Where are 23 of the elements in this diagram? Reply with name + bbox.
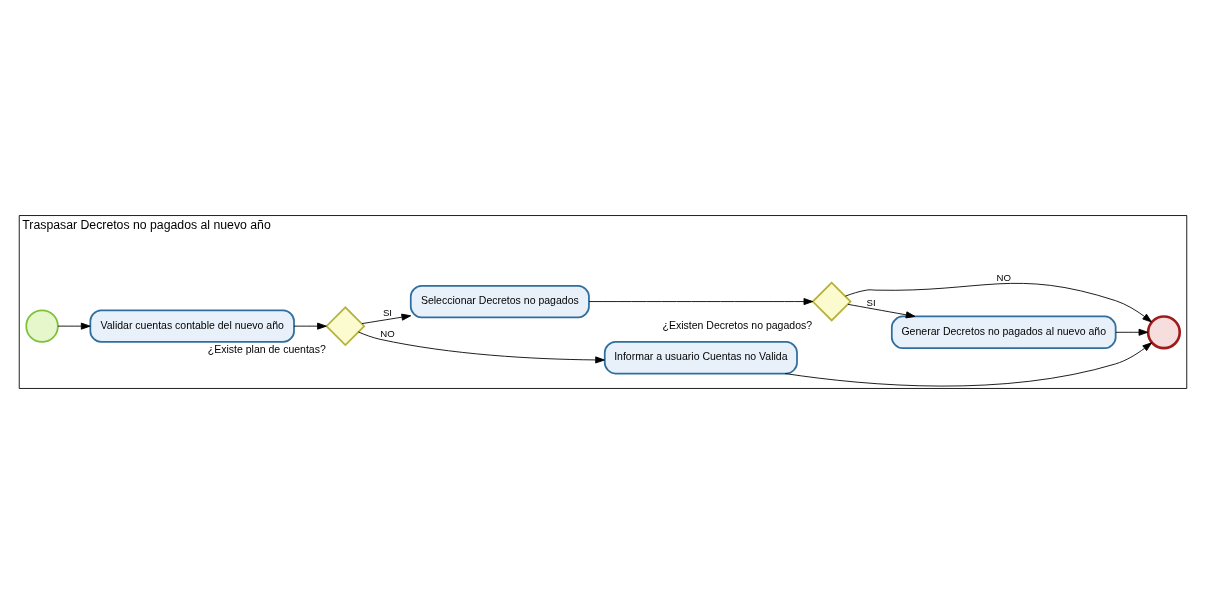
node-box: Validar cuentas contable del nuevo año <box>89 309 295 343</box>
node-label: ¿Existen Decretos no pagados? <box>662 318 813 331</box>
node-box: Generar Decretos no pagados al nuevo año <box>890 315 1117 349</box>
node-box: Informar a usuario Cuentas no Valida <box>603 341 798 375</box>
node-circle <box>25 309 59 343</box>
edge-label: NO <box>996 272 1011 284</box>
arrow <box>784 342 1153 387</box>
arrow <box>588 298 814 306</box>
edge-label: NO <box>380 327 395 339</box>
node-box: Seleccionar Decretos no pagados <box>409 284 590 319</box>
arrow <box>1115 328 1149 336</box>
edge-label: SI <box>382 307 393 319</box>
arrow <box>293 322 327 330</box>
arrow <box>358 331 605 364</box>
edge-label: SI <box>866 296 876 308</box>
node-label: ¿Existe plan de cuentas? <box>207 343 326 356</box>
arrow <box>361 313 412 325</box>
arrow <box>845 282 1152 323</box>
node-circle <box>1146 315 1182 350</box>
node-diamond <box>811 281 852 322</box>
arrow <box>57 322 91 330</box>
arrow <box>847 303 916 319</box>
node-diamond <box>325 306 366 347</box>
